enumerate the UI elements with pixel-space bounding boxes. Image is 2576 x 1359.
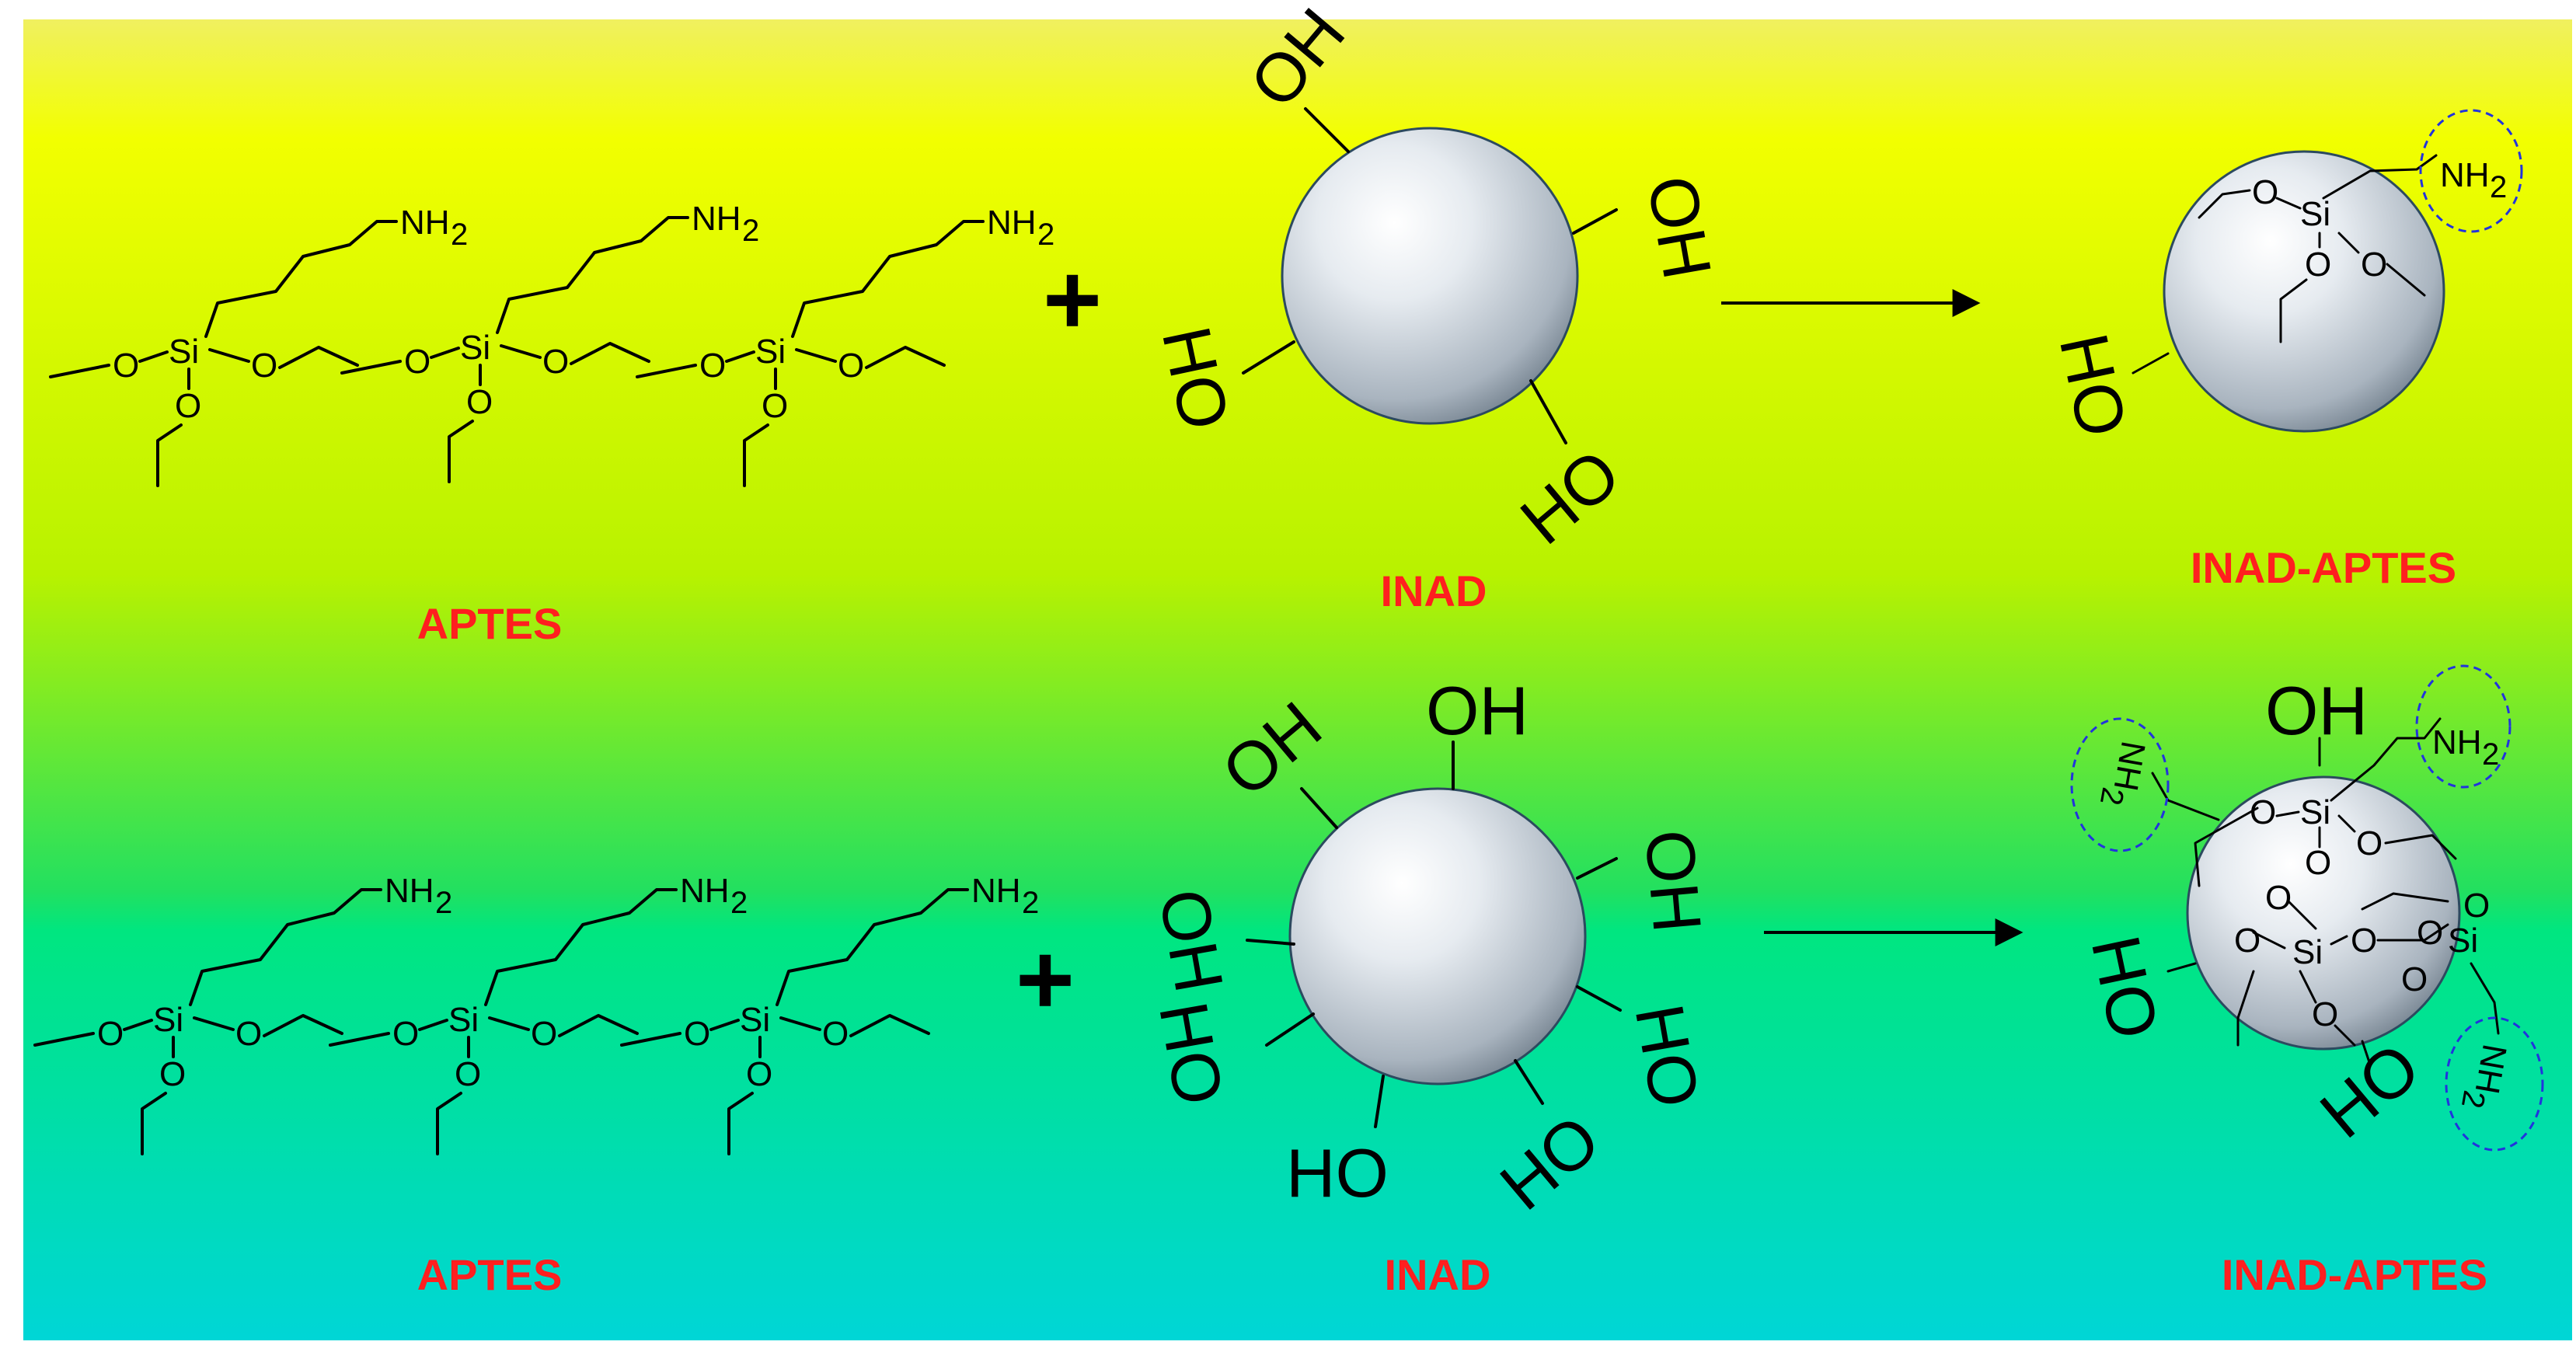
svg-text:O: O	[2356, 824, 2383, 862]
sphere-icon	[1288, 787, 1587, 1085]
hydroxyl-group: HO	[1286, 1134, 1389, 1211]
hydroxyl-group: OH	[1633, 170, 1726, 284]
svg-text:Si: Si	[2292, 933, 2323, 971]
svg-text:Si: Si	[2448, 922, 2478, 960]
svg-text:Si: Si	[2300, 793, 2330, 831]
svg-text:2: 2	[2482, 737, 2499, 772]
svg-text:O: O	[2312, 995, 2338, 1033]
svg-text:O: O	[2463, 887, 2490, 925]
hydroxyl-group: HO	[1621, 998, 1714, 1113]
svg-text:NH: NH	[2440, 156, 2490, 194]
svg-text:O: O	[2305, 246, 2331, 284]
aptes-label: APTES	[417, 599, 563, 648]
plus-sign: +	[1016, 922, 1075, 1036]
svg-text:NH: NH	[2106, 738, 2152, 793]
amine-highlight-circle	[2445, 1016, 2544, 1152]
inad-label: INAD	[1381, 566, 1487, 615]
svg-text:O: O	[2361, 246, 2387, 284]
sphere-icon	[1281, 127, 1579, 425]
inad-aptes-product: OH O Si O O NH 2 O Si O O O Si O	[2070, 664, 2544, 1152]
hydroxyl-group: OH	[1630, 827, 1716, 936]
inad-label: INAD	[1385, 1250, 1491, 1299]
svg-text:O: O	[2305, 844, 2331, 882]
hydroxyl-group: OH	[1426, 672, 1529, 749]
row-2-reaction: APTES + OH OH OH OH HO HO HO HO INAD	[33, 664, 2544, 1299]
hydroxyl-group: OH	[1145, 883, 1238, 998]
amine-highlight-circle	[2419, 109, 2523, 233]
plus-sign: +	[1043, 242, 1102, 356]
svg-text:O: O	[2417, 914, 2443, 952]
svg-text:NH: NH	[2432, 723, 2482, 761]
svg-text:O: O	[2234, 922, 2261, 960]
sphere-icon	[2186, 775, 2461, 1051]
hydroxyl-group: OH	[2265, 672, 2368, 749]
amine-highlight-circle	[2070, 717, 2170, 852]
svg-text:O: O	[2265, 879, 2292, 917]
inad-aptes-label: INAD-APTES	[2191, 543, 2456, 592]
svg-text:O: O	[2252, 173, 2278, 211]
svg-text:Si: Si	[2300, 195, 2330, 233]
svg-text:O: O	[2351, 922, 2377, 960]
inad-aptes-label: INAD-APTES	[2222, 1250, 2487, 1299]
sphere-icon	[2163, 150, 2445, 433]
svg-text:2: 2	[2490, 170, 2507, 204]
svg-text:O: O	[2250, 793, 2276, 831]
aptes-label: APTES	[417, 1250, 563, 1299]
svg-text:NH: NH	[2467, 1041, 2513, 1096]
hydroxyl-group: HO	[1145, 996, 1238, 1110]
amine-highlight-circle	[2415, 664, 2512, 789]
svg-text:O: O	[2401, 960, 2428, 998]
